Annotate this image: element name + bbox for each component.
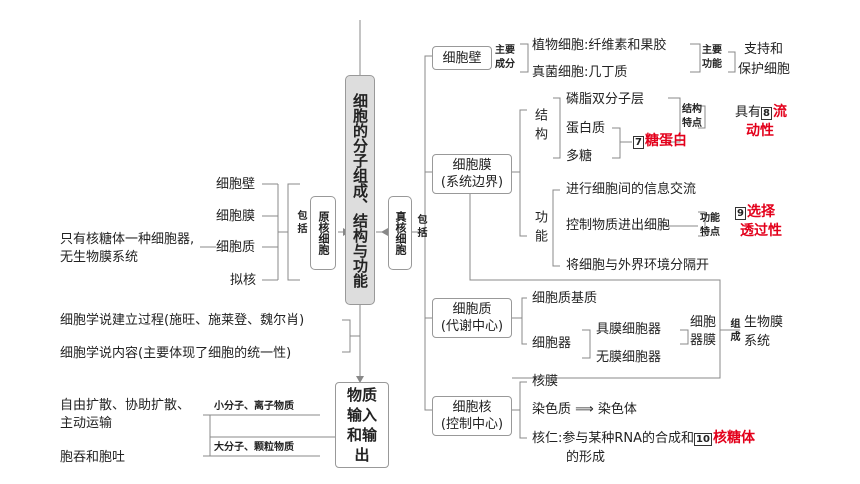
wall-func-1: 支持和 — [744, 42, 784, 57]
membranous-organelle: 具膜细胞器 — [596, 322, 662, 337]
membrane-function-label: 功能 — [532, 210, 547, 248]
cell-wall-box: 细胞壁 — [432, 46, 492, 70]
eukaryote-include: 包括 — [415, 214, 426, 240]
nonmembranous-organelle: 无膜细胞器 — [596, 350, 662, 365]
chromatin: 染色质 ⟹ 染色体 — [532, 402, 637, 417]
eukaryote-box: 真核细胞 — [388, 196, 412, 270]
membrane-protein: 蛋白质 — [566, 121, 606, 136]
selective-2: 透过性 — [740, 223, 782, 239]
center-title: 细胞的分子组成、结构与功能 — [345, 75, 375, 305]
transport-title: 物质输入和输出 — [335, 382, 389, 468]
passive-active-transport: 自由扩散、协助扩散、 — [60, 398, 191, 413]
organelle-membrane: 细胞器膜 — [690, 315, 717, 348]
membrane-structure-label: 结构 — [532, 108, 547, 146]
small-molecule-label: 小分子、离子物质 — [214, 401, 294, 412]
struct-feature-label: 结构特点 — [682, 104, 702, 129]
cytoplasm-box: 细胞质(代谢中心) — [432, 298, 512, 338]
prokaryote-include: 包括 — [295, 210, 306, 236]
large-molecule-label: 大分子、颗粒物质 — [214, 442, 294, 453]
membrane-sugar: 多糖 — [566, 149, 593, 164]
cell-theory-history: 细胞学说建立过程(施旺、施莱登、魏尔肖) — [60, 313, 305, 328]
func-feature-label: 功能特点 — [700, 213, 720, 238]
membrane-lipid: 磷脂双分子层 — [566, 92, 645, 107]
prok-item-nucleoid: 拟核 — [230, 273, 257, 288]
plant-wall: 植物细胞:纤维素和果胶 — [532, 38, 667, 53]
active-transport: 主动运输 — [60, 416, 113, 431]
ribosome-note: 只有核糖体一种细胞器, — [60, 232, 195, 247]
prok-item-membrane: 细胞膜 — [216, 209, 256, 224]
biomembrane-2: 系统 — [744, 334, 771, 349]
prok-item-cytoplasm: 细胞质 — [216, 240, 256, 255]
organelle: 细胞器 — [532, 336, 572, 351]
wall-func-label: 主要功能 — [702, 45, 722, 70]
compose-label: 组成 — [728, 318, 739, 344]
membrane-func-2: 控制物质进出细胞 — [566, 218, 671, 233]
cell-membrane-box: 细胞膜(系统边界) — [432, 154, 512, 194]
endo-exocytosis: 胞吞和胞吐 — [60, 450, 126, 465]
wall-func-2: 保护细胞 — [738, 62, 791, 77]
nucleolus-2: 的形成 — [566, 450, 606, 465]
prok-item-wall: 细胞壁 — [216, 177, 256, 192]
membrane-func-1: 进行细胞间的信息交流 — [566, 182, 697, 197]
wall-comp-label: 主要成分 — [495, 45, 515, 70]
ribosome-note-2: 无生物膜系统 — [60, 250, 139, 265]
cytoplasm-matrix: 细胞质基质 — [532, 291, 598, 306]
cell-theory-content: 细胞学说内容(主要体现了细胞的统一性) — [60, 346, 292, 361]
fungi-wall: 真菌细胞:几丁质 — [532, 65, 628, 80]
prokaryote-box: 原核细胞 — [310, 196, 336, 270]
membrane-func-3: 将细胞与外界环境分隔开 — [566, 258, 710, 273]
nucleus-box: 细胞核(控制中心) — [432, 396, 512, 436]
biomembrane: 生物膜 — [744, 315, 784, 330]
nuclear-envelope: 核膜 — [532, 374, 559, 389]
fluidity-2: 动性 — [746, 123, 774, 139]
